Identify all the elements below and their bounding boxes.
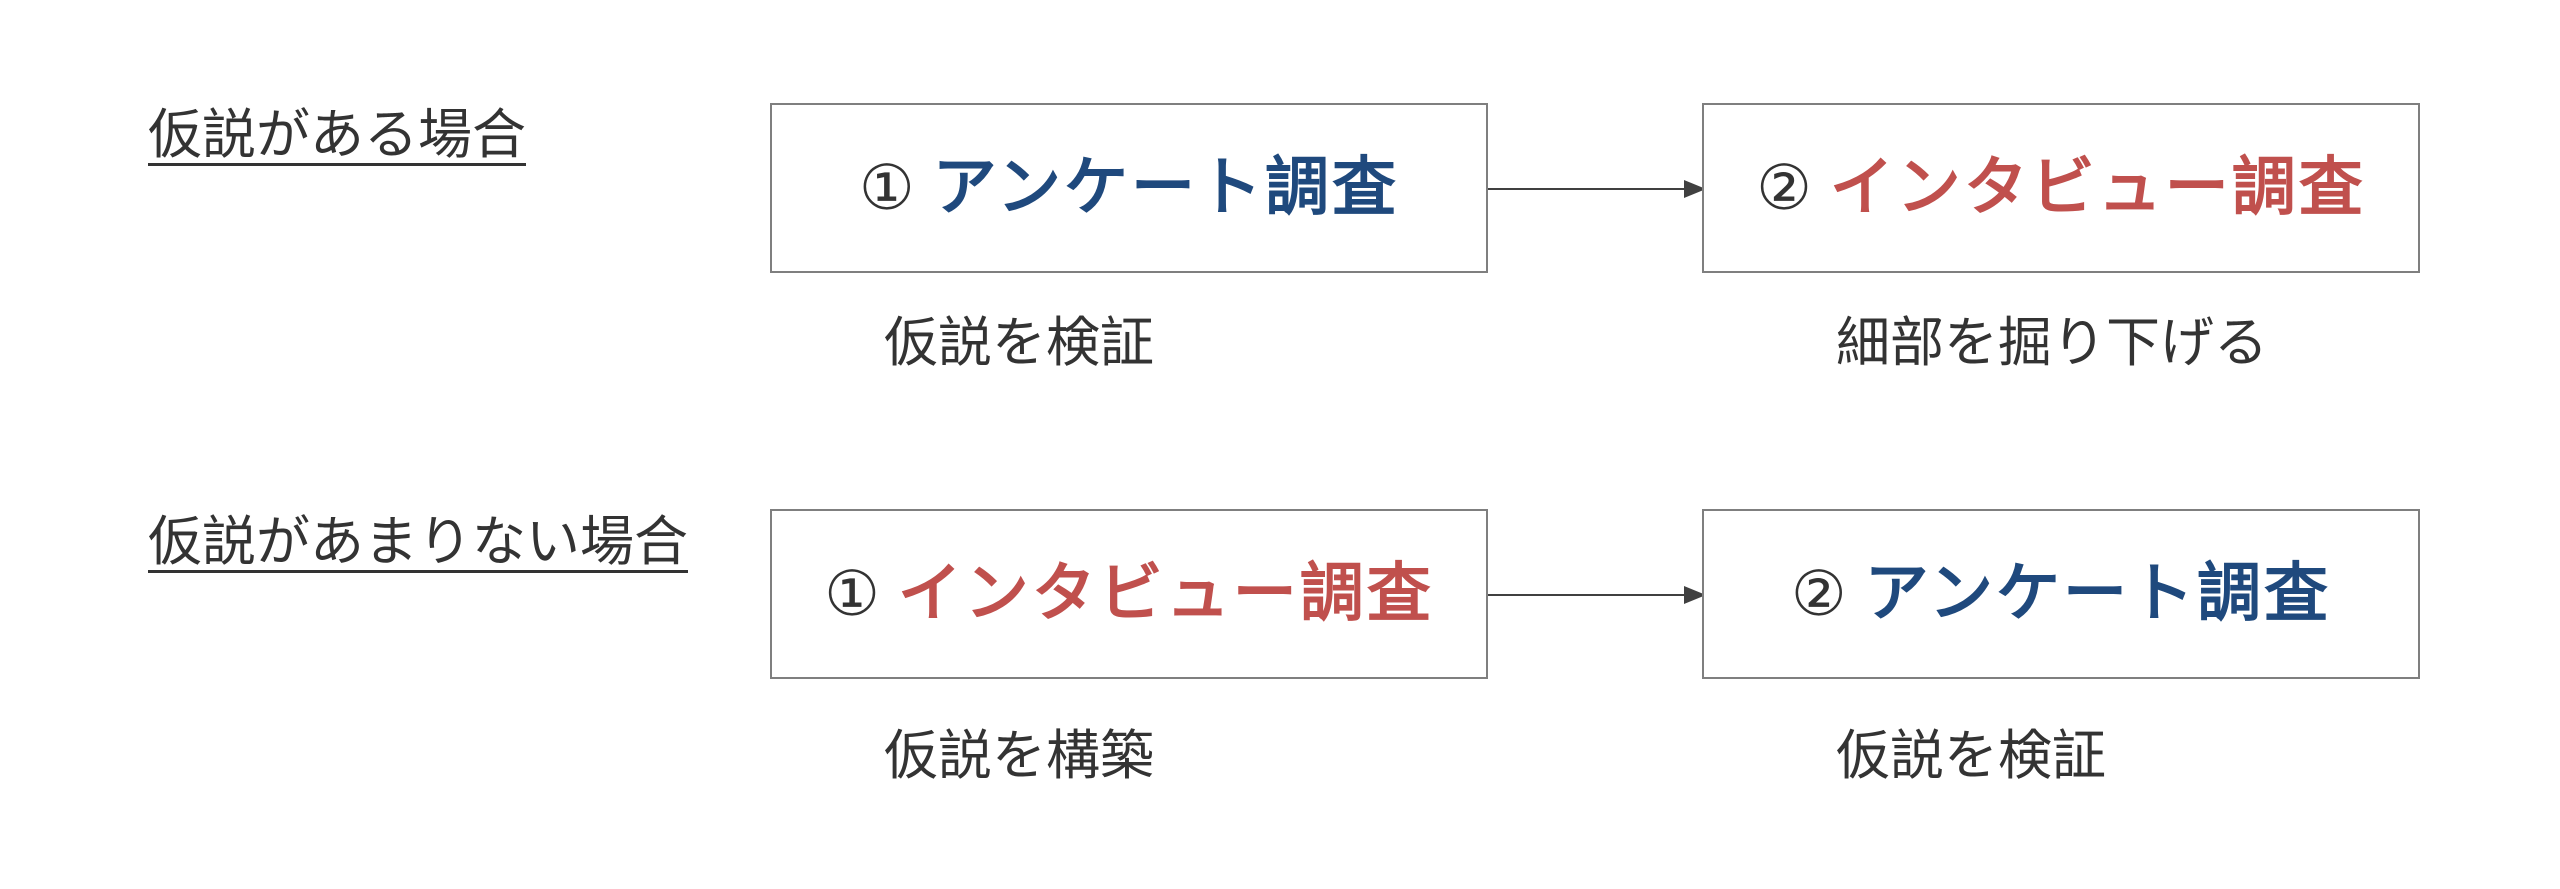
row-1-label: 仮説がある場合 <box>148 103 526 166</box>
step-number: ① <box>858 151 915 224</box>
row-1-arrow <box>1488 180 1706 198</box>
row-2-step-2-caption: 仮説を検証 <box>1836 724 2106 787</box>
row-2-arrow <box>1488 586 1706 604</box>
row-1-step-2-box: ② インタビュー調査 <box>1702 103 2420 273</box>
row-1-step-2-caption: 細部を掘り下げる <box>1836 311 2268 374</box>
step-title: アンケート調査 <box>932 151 1400 225</box>
step-title: アンケート調査 <box>1864 557 2332 631</box>
row-2-step-2-box: ② アンケート調査 <box>1702 509 2420 679</box>
step-number: ② <box>1790 557 1847 630</box>
row-1-step-1-box: ① アンケート調査 <box>770 103 1488 273</box>
step-title: インタビュー調査 <box>897 557 1434 631</box>
row-2-step-1-box: ① インタビュー調査 <box>770 509 1488 679</box>
step-number: ① <box>824 557 880 630</box>
row-2-label: 仮説があまりない場合 <box>148 510 688 573</box>
step-number: ② <box>1756 151 1812 224</box>
step-title: インタビュー調査 <box>1829 151 2366 225</box>
row-2-step-1-caption: 仮説を構築 <box>884 724 1154 787</box>
row-1-step-1-caption: 仮説を検証 <box>884 311 1154 374</box>
